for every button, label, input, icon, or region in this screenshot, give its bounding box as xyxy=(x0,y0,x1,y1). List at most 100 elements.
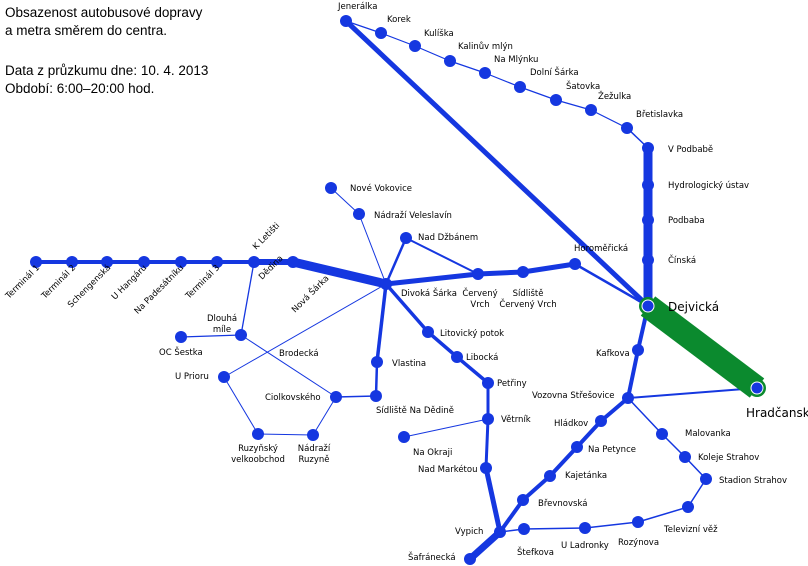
label-terminal-3: Terminál 3 xyxy=(183,263,222,302)
label-dejvicka: Dejvická xyxy=(668,300,719,314)
label-na-mlynku: Na Mlýnku xyxy=(494,55,538,65)
segment-napetynce-kajet xyxy=(548,445,579,478)
segment-kuliska-kalinuv xyxy=(414,45,451,62)
stop-marker-cv xyxy=(472,268,484,280)
label-u-hangaru: U Hangáru xyxy=(110,263,149,302)
label-vozovna-stresovice: Vozovna Střešovice xyxy=(532,390,615,401)
stop-marker-korek xyxy=(375,27,387,39)
label-na-okraji: Na Okraji xyxy=(413,448,452,458)
stop-marker-veleslavin xyxy=(353,208,365,220)
segment-vypich-safran xyxy=(466,528,504,563)
segment-rozyn-televez xyxy=(637,506,689,523)
stop-marker-bretis xyxy=(621,122,633,134)
stop-marker-vlastina xyxy=(371,356,383,368)
segment-kletisti-dlouha xyxy=(240,261,255,336)
stop-marker-nadzb xyxy=(400,232,412,244)
stop-marker-dlouha xyxy=(235,329,247,341)
stop-marker-brevn xyxy=(517,494,529,506)
label-dedina: Dědina xyxy=(257,254,285,282)
segment-dlouha-ocsestka xyxy=(180,334,242,338)
label-rozynova: Rozýnova xyxy=(618,538,659,548)
stop-marker-napad xyxy=(175,256,187,268)
stop-marker-dejvicka xyxy=(642,300,654,312)
stop-marker-napetynce xyxy=(571,441,583,453)
label-cerveny-vrch-2: Vrch xyxy=(470,300,489,310)
stop-marker-divoka xyxy=(380,278,392,290)
segment-dolni-satovka xyxy=(519,86,557,101)
label-safranecka: Šafránecká xyxy=(408,551,456,563)
label-malovanka: Malovanka xyxy=(685,429,731,439)
stop-marker-horom xyxy=(569,258,581,270)
label-ciolkovskeho: Ciolkovského xyxy=(265,392,321,403)
label-hydrologicky-ustav: Hydrologický ústav xyxy=(668,181,749,191)
label-satovka: Šatovka xyxy=(566,80,600,92)
stop-marker-ciolk xyxy=(330,391,342,403)
label-bretislavka: Břetislavka xyxy=(636,110,683,120)
segment-divoka-uprioru xyxy=(223,283,387,378)
label-vypich: Vypich xyxy=(455,527,483,537)
label-terminal-1: Terminál 1 xyxy=(3,263,42,302)
segment-uprioru-ruzvel xyxy=(223,376,259,435)
segment-cv-scv xyxy=(475,269,526,277)
label-nadrazi-veleslavin: Nádraží Veleslavín xyxy=(374,211,452,221)
segment-namlynku-dolni xyxy=(484,72,521,88)
label-ruzynsky-2: velkoobchod xyxy=(231,455,285,465)
stop-marker-satovka xyxy=(550,94,562,106)
stop-marker-stadstrah xyxy=(700,473,712,485)
route-segments xyxy=(34,18,765,563)
stop-marker-t3 xyxy=(211,256,223,268)
label-horomericka: Horoměřická xyxy=(574,244,628,254)
stop-marker-kletisti xyxy=(248,256,260,268)
label-vetrnik: Větrník xyxy=(501,415,531,425)
label-televizni-vez: Televizní věž xyxy=(663,525,718,535)
label-korek: Korek xyxy=(387,15,411,25)
stop-labels: Jenerálka Korek Kulíška Kalinův mlýn Na … xyxy=(3,2,808,563)
label-cerveny-vrch-1: Červený xyxy=(462,287,497,299)
stop-marker-t1 xyxy=(30,256,42,268)
stop-marker-uhang xyxy=(138,256,150,268)
segment-novevok-veleslavin xyxy=(330,187,360,215)
label-kajetanka: Kajetánka xyxy=(565,471,607,481)
label-zezulka: Žežulka xyxy=(598,90,631,102)
metro-segment-dejvicka-hradcanska xyxy=(640,296,765,398)
stop-marker-podbaba xyxy=(642,214,654,226)
stop-marker-stefkova xyxy=(518,523,530,535)
label-v-podbabe: V Podbabě xyxy=(668,145,713,155)
info-title-line2: a metra směrem do centra. xyxy=(5,23,168,38)
segment-dlouha-ciolk xyxy=(240,334,337,398)
segment-divoka-nadzb xyxy=(384,236,408,286)
segment-sidnad-ciolk xyxy=(335,395,377,398)
label-stefkova: Štefkova xyxy=(517,546,554,558)
info-title: Obsazenost autobusové dopravy a metra sm… xyxy=(5,4,202,40)
label-kalinuv-mlyn: Kalinův mlýn xyxy=(458,41,513,52)
info-title-line1: Obsazenost autobusové dopravy xyxy=(5,5,203,20)
stop-marker-rozyn xyxy=(632,516,644,528)
segment-ruzvel-nadruz xyxy=(257,433,314,436)
label-divoka-sarka: Divoká Šárka xyxy=(401,287,457,299)
label-u-prioru: U Prioru xyxy=(175,372,209,382)
stop-marker-schen xyxy=(101,256,113,268)
stop-marker-hydro xyxy=(642,179,654,191)
stop-marker-naokraji xyxy=(398,431,410,443)
stop-marker-hladkov xyxy=(595,415,607,427)
stop-marker-kuliska xyxy=(409,40,421,52)
stop-marker-uprioru xyxy=(218,371,230,383)
stop-marker-vypich xyxy=(494,526,506,538)
label-u-ladronky: U Ladronky xyxy=(561,541,609,551)
label-hradcanska: Hradčanská xyxy=(746,406,808,420)
stop-marker-malov xyxy=(656,428,668,440)
segment-divoka-litov xyxy=(384,282,430,334)
segment-stefkova-uladronky xyxy=(523,527,586,530)
stop-marker-novevok xyxy=(325,182,337,194)
info-period-line: Období: 6:00–20:00 hod. xyxy=(5,81,155,96)
label-nad-dzbanem: Nad Džbánem xyxy=(418,233,478,243)
label-nove-vokovice: Nové Vokovice xyxy=(350,183,412,194)
label-ruzynsky-1: Ruzyňský xyxy=(238,443,278,454)
stop-marker-kafkova xyxy=(632,344,644,356)
segment-satovka-zezulka xyxy=(555,99,592,111)
segment-litov-libocka xyxy=(426,330,459,359)
label-cinska: Čínská xyxy=(668,254,696,266)
label-nadrazi-ruzyne-1: Nádraží xyxy=(298,444,331,454)
stop-marker-vetrnik xyxy=(482,413,494,425)
